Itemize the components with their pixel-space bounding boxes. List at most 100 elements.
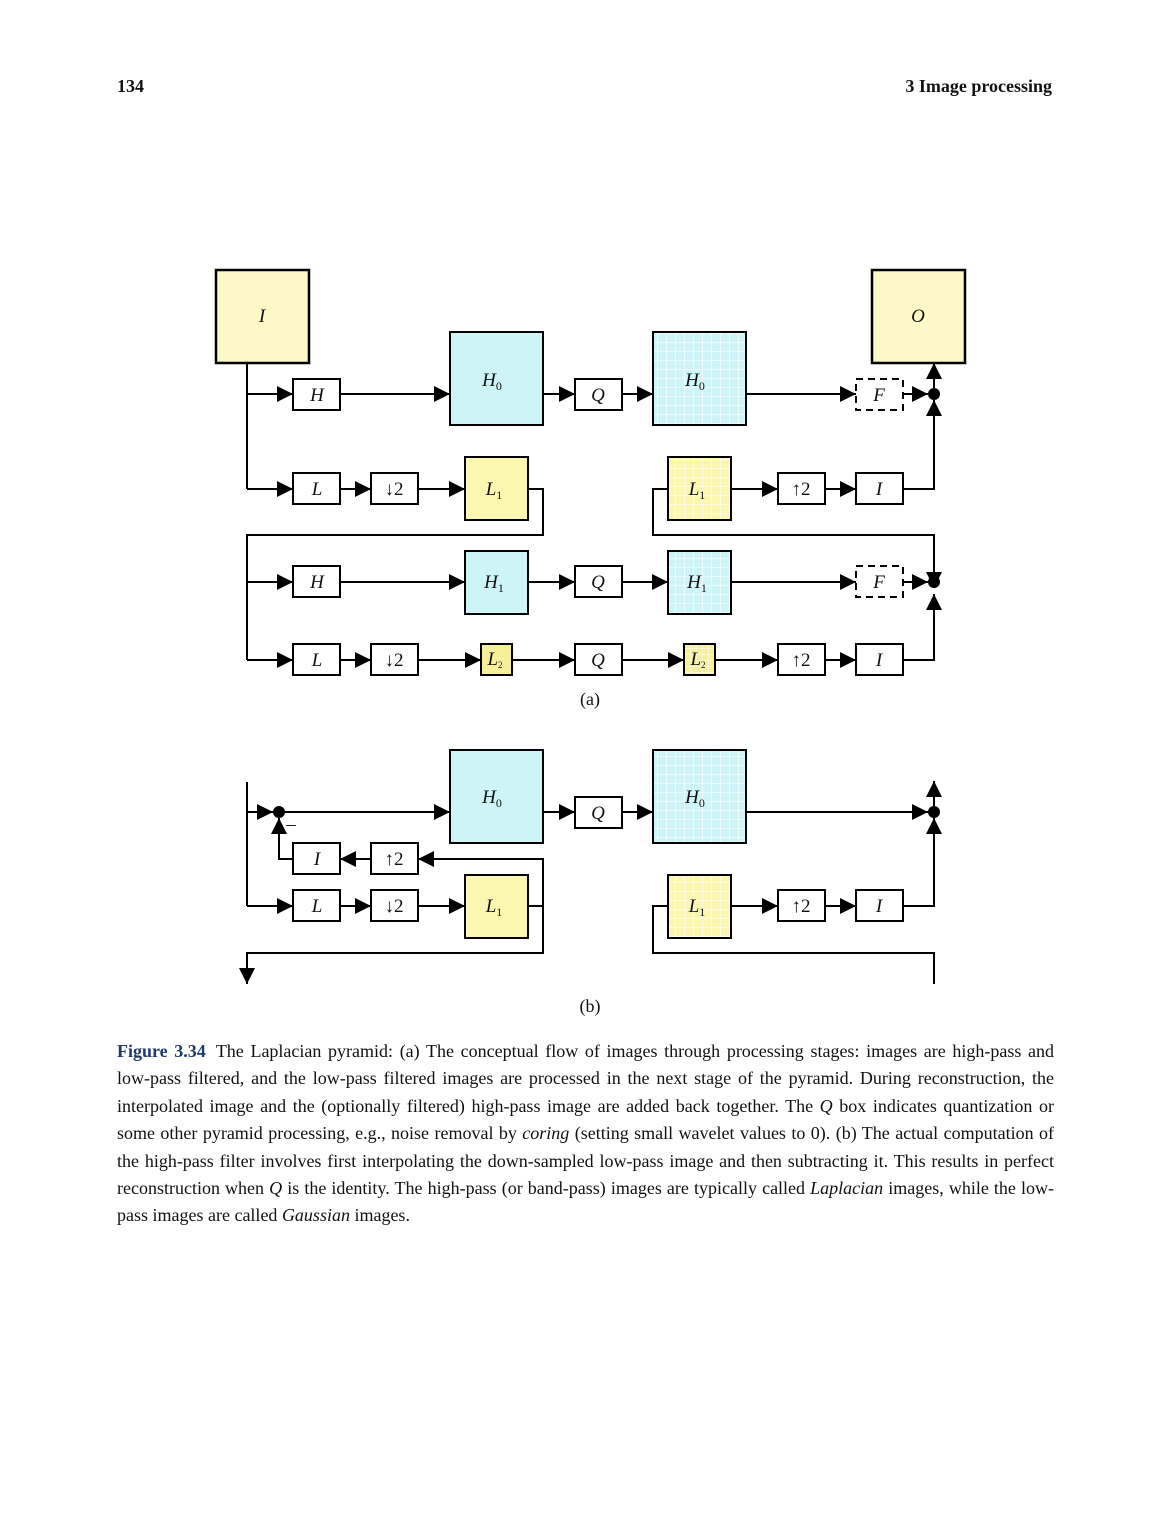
wire bbox=[271, 818, 293, 860]
quantize-label: Q bbox=[591, 385, 605, 406]
filter-f-box bbox=[855, 565, 904, 598]
panel-b bbox=[239, 749, 942, 984]
highpass-h-box bbox=[292, 378, 341, 411]
sum-node bbox=[928, 576, 940, 588]
caption-math-q: Q bbox=[819, 1095, 833, 1116]
lowpass-label: L bbox=[311, 479, 323, 500]
wire bbox=[903, 818, 942, 907]
downsample-box bbox=[370, 472, 419, 505]
l1-r-label: L1 bbox=[688, 479, 706, 502]
laplacian-pyramid-diagram: I O H0 H0 L1 L1 H1 H1 L2 L2 H Q F L ↓2 ↑… bbox=[214, 268, 967, 1017]
upsample-box bbox=[777, 643, 826, 676]
upsample-box bbox=[777, 889, 826, 922]
wire bbox=[652, 905, 935, 984]
upsample-box bbox=[370, 842, 419, 875]
interpolate-label: I bbox=[875, 896, 884, 917]
filter-f-box bbox=[855, 378, 904, 411]
input-label: I bbox=[258, 306, 267, 327]
upsample-label: ↑2 bbox=[792, 896, 811, 917]
interpolate-i-box bbox=[292, 842, 341, 875]
h0-q-label: H0 bbox=[684, 787, 705, 810]
lowpass-label: L bbox=[311, 896, 323, 917]
h0-image-block bbox=[449, 331, 544, 426]
l2-q-label: L2 bbox=[689, 649, 705, 670]
wire bbox=[652, 488, 942, 588]
figure-label: Figure 3.34 bbox=[117, 1041, 206, 1061]
running-head: 3 Image processing bbox=[905, 76, 1052, 96]
caption-term-gaussian: Gaussian bbox=[281, 1205, 350, 1226]
l2-image-block bbox=[480, 643, 513, 676]
h0-quantized-block bbox=[652, 331, 747, 426]
l1-label: L1 bbox=[485, 896, 503, 919]
quantize-q-box bbox=[574, 378, 623, 411]
h0-q-label: H0 bbox=[684, 370, 705, 393]
h1-image-block bbox=[464, 550, 529, 615]
upsample-label: ↑2 bbox=[385, 849, 404, 870]
caption-math-q: Q bbox=[269, 1178, 283, 1199]
wire bbox=[903, 400, 942, 490]
caption-text: (setting small wavelet values to 0). (b)… bbox=[117, 1123, 1054, 1199]
output-label: O bbox=[911, 306, 925, 327]
panel-a bbox=[214, 268, 967, 676]
quantize-q-box bbox=[574, 643, 623, 676]
h0-label: H0 bbox=[481, 787, 502, 810]
subtract-node bbox=[273, 806, 285, 818]
lowpass-l-box bbox=[292, 643, 341, 676]
upsample-label: ↑2 bbox=[792, 650, 811, 671]
lowpass-l-box bbox=[292, 472, 341, 505]
l1-reconstructed-block bbox=[667, 456, 732, 521]
quantize-label: Q bbox=[591, 803, 605, 824]
lowpass-label: L bbox=[311, 650, 323, 671]
caption-term-coring: coring bbox=[522, 1123, 570, 1144]
caption-text: box indicates quantization or some other… bbox=[117, 1095, 1054, 1144]
quantize-label: Q bbox=[591, 650, 605, 671]
l2-quantized-block bbox=[683, 643, 716, 676]
h1-q-label: H1 bbox=[686, 572, 707, 595]
interpolate-i-box bbox=[855, 643, 904, 676]
wire bbox=[418, 851, 544, 907]
l1-reconstructed-block bbox=[667, 874, 732, 939]
h0-image-block bbox=[449, 749, 544, 844]
upsample-box bbox=[777, 472, 826, 505]
caption-text: The Laplacian pyramid: (a) The conceptua… bbox=[117, 1041, 1054, 1116]
quantize-label: Q bbox=[591, 572, 605, 593]
h0-label: H0 bbox=[481, 370, 502, 393]
l1-image-block bbox=[464, 874, 529, 939]
downsample-label: ↓2 bbox=[385, 650, 404, 671]
quantize-q-box bbox=[574, 796, 623, 829]
interpolate-i-box bbox=[855, 889, 904, 922]
l1-r-label: L1 bbox=[688, 896, 706, 919]
caption-text: images, while the low-pass images are ca… bbox=[117, 1178, 1054, 1226]
panel-b-labels: – H0 H0 L1 L1 Q I ↑2 L ↓2 ↑2 I (b) bbox=[285, 787, 884, 1017]
downsample-box bbox=[370, 889, 419, 922]
lowpass-l-box bbox=[292, 889, 341, 922]
page-number: 134 bbox=[117, 76, 144, 96]
h1-label: H1 bbox=[483, 572, 504, 595]
interpolate-label: I bbox=[875, 650, 884, 671]
highpass-label: H bbox=[309, 385, 325, 406]
panel-b-label: (b) bbox=[580, 996, 601, 1017]
sum-node bbox=[928, 388, 940, 400]
panel-a-labels: I O H0 H0 L1 L1 H1 H1 L2 L2 H Q F L ↓2 ↑… bbox=[258, 306, 925, 710]
downsample-box bbox=[370, 643, 419, 676]
filter-label: F bbox=[872, 572, 885, 593]
highpass-h-box bbox=[292, 565, 341, 598]
l1-image-block bbox=[464, 456, 529, 521]
l1-label: L1 bbox=[485, 479, 503, 502]
caption-text: images. bbox=[349, 1205, 410, 1226]
downsample-label: ↓2 bbox=[385, 479, 404, 500]
quantize-q-box bbox=[574, 565, 623, 598]
wire bbox=[246, 488, 544, 660]
filter-label: F bbox=[872, 385, 885, 406]
highpass-label: H bbox=[309, 572, 325, 593]
downsample-label: ↓2 bbox=[385, 896, 404, 917]
l2-label: L2 bbox=[486, 649, 502, 670]
output-image-block bbox=[870, 268, 967, 365]
h0-quantized-block bbox=[652, 749, 747, 844]
sum-node bbox=[928, 806, 940, 818]
caption-text: is the identity. The high-pass (or band-… bbox=[282, 1178, 811, 1199]
input-image-block bbox=[214, 268, 311, 365]
upsample-label: ↑2 bbox=[792, 479, 811, 500]
wire bbox=[903, 594, 942, 661]
